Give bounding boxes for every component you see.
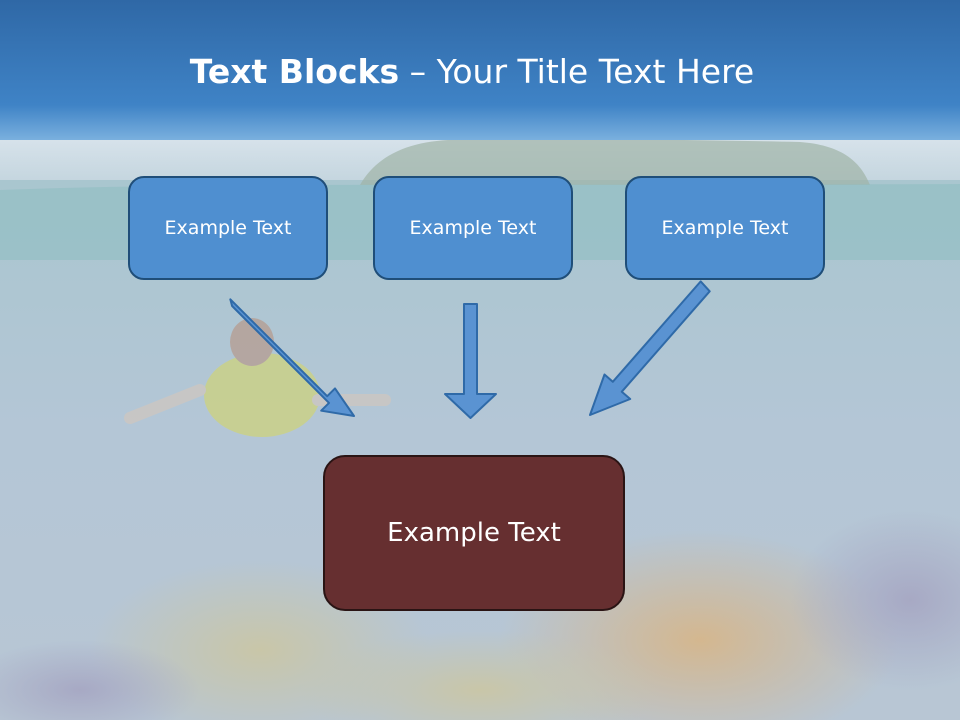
arrow-right-diagonal xyxy=(589,280,711,416)
title-dash: – xyxy=(399,52,437,91)
arrow-center-down xyxy=(444,303,497,419)
arrow-left-diagonal xyxy=(229,298,355,417)
text-block-2-label: Example Text xyxy=(409,217,537,239)
result-text-block[interactable]: Example Text xyxy=(323,455,625,611)
text-block-1[interactable]: Example Text xyxy=(128,176,328,280)
result-text-block-label: Example Text xyxy=(387,518,561,548)
text-block-2[interactable]: Example Text xyxy=(373,176,573,280)
slide-title: Text Blocks – Your Title Text Here xyxy=(0,52,944,91)
title-bold-part: Text Blocks xyxy=(189,52,400,91)
text-block-3-label: Example Text xyxy=(661,217,789,239)
text-block-3[interactable]: Example Text xyxy=(625,176,825,280)
title-rest-part: Your Title Text Here xyxy=(436,52,755,91)
text-block-1-label: Example Text xyxy=(164,217,292,239)
